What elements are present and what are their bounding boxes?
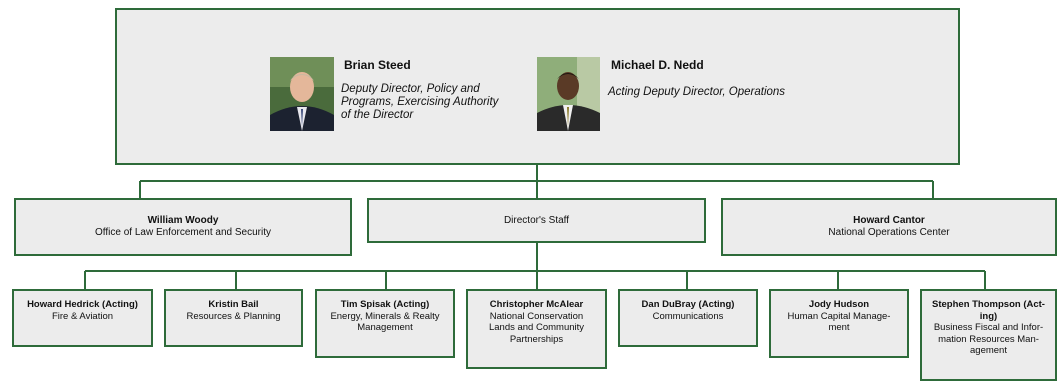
michael-nedd-photo	[537, 57, 600, 131]
portrait-photo-icon	[537, 57, 600, 131]
org-box-name: Dan DuBray (Acting)	[641, 299, 735, 310]
org-box-unit: Communications	[652, 310, 724, 322]
executive-title: Deputy Director, Policy and Programs, Ex…	[341, 83, 499, 121]
org-box-unit: Resources & Planning	[186, 310, 281, 322]
executive-name: Michael D. Nedd	[611, 58, 704, 72]
org-box-unit: Human Capital Manage-ment	[787, 310, 891, 334]
org-box-name: Stephen Thompson (Act-ing)	[932, 299, 1045, 322]
org-box-unit: Fire & Aviation	[51, 310, 114, 322]
org-box-name: Tim Spisak (Acting)	[340, 299, 430, 310]
org-box-level3: Kristin Bail Resources & Planning	[164, 289, 303, 347]
org-box-name: William Woody	[147, 215, 219, 226]
org-box-level3: Stephen Thompson (Act-ing) Business Fisc…	[920, 289, 1057, 381]
org-box-unit: National Conservation Lands and Communit…	[488, 310, 585, 345]
org-box-unit: Energy, Minerals & Realty Management	[330, 310, 440, 334]
org-box-name: Howard Hedrick (Acting)	[27, 299, 138, 310]
org-box-level3: Jody Hudson Human Capital Manage-ment	[769, 289, 909, 358]
org-box-unit: Business Fiscal and Infor-mation Resourc…	[933, 322, 1044, 356]
org-box-unit: National Operations Center	[828, 227, 950, 238]
org-box-level3: Howard Hedrick (Acting) Fire & Aviation	[12, 289, 153, 347]
org-box-level2: William Woody Office of Law Enforcement …	[14, 198, 352, 256]
org-box-level2: Director's Staff	[367, 198, 706, 243]
executive-name: Brian Steed	[344, 58, 411, 72]
portrait-photo-icon	[270, 57, 334, 131]
org-box-level2: Howard Cantor National Operations Center	[721, 198, 1057, 256]
org-box-level3: Dan DuBray (Acting) Communications	[618, 289, 758, 347]
org-box-name: Jody Hudson	[808, 299, 870, 310]
org-box-name: Kristin Bail	[208, 299, 259, 310]
org-box-unit: Office of Law Enforcement and Security	[94, 227, 271, 238]
org-box-unit: Director's Staff	[503, 214, 570, 226]
org-box-level3: Christopher McAlear National Conservatio…	[466, 289, 607, 369]
org-box-name: Howard Cantor	[853, 215, 925, 226]
org-box-name: Christopher McAlear	[489, 299, 584, 310]
executive-title: Acting Deputy Director, Operations	[608, 86, 786, 98]
brian-steed-photo	[270, 57, 334, 131]
org-box-level3: Tim Spisak (Acting) Energy, Minerals & R…	[315, 289, 455, 358]
